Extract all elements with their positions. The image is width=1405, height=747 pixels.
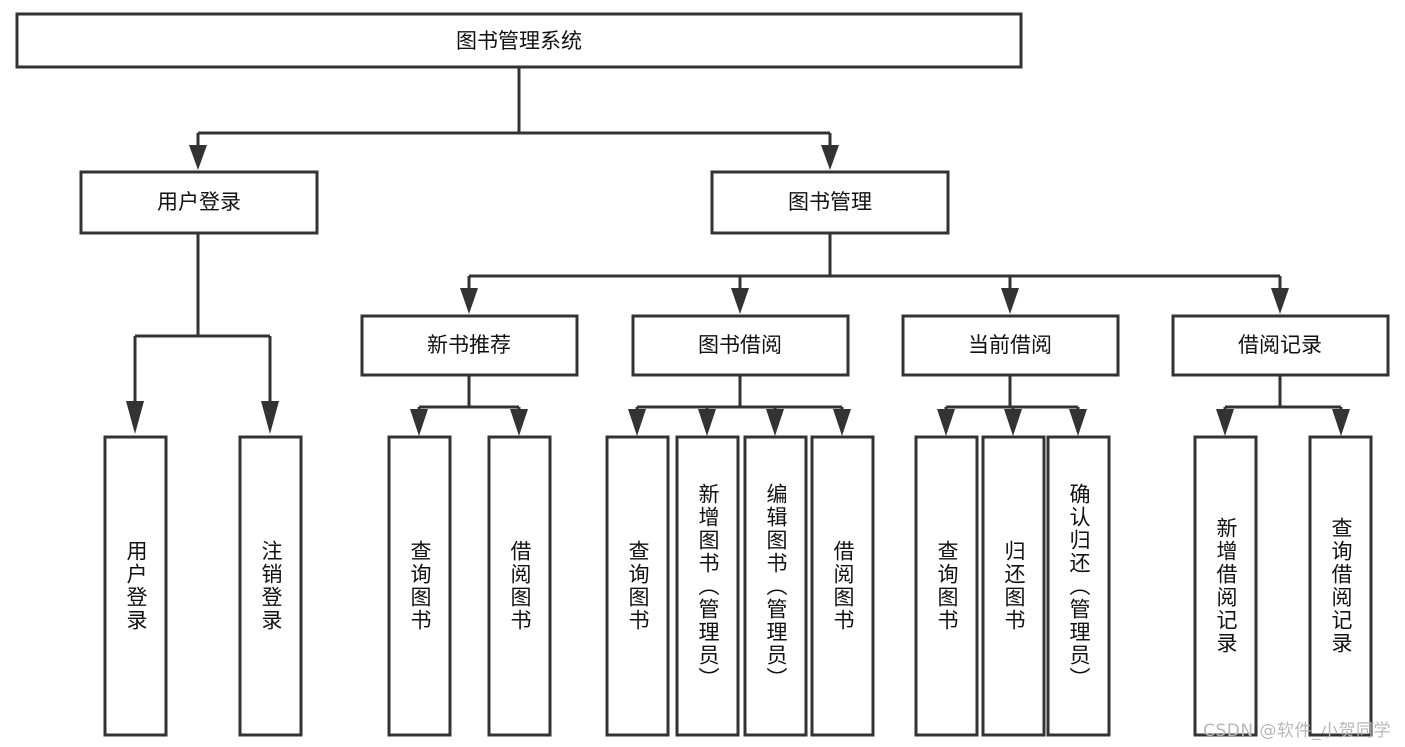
- node-box-new-book-recommend[interactable]: [360, 314, 579, 377]
- arrow-head-cb-leaf-3: [1069, 409, 1087, 436]
- node-box-leaf-nbr-query[interactable]: [387, 435, 452, 737]
- arrow-head-nbr-leaf-2: [510, 409, 528, 436]
- arrow-head-br-leaf-1: [1216, 409, 1234, 436]
- node-box-leaf-bb-query[interactable]: [605, 435, 670, 737]
- node-box-leaf-cb-return[interactable]: [981, 435, 1046, 737]
- arrow-head-user-login: [189, 145, 207, 170]
- node-box-user-login[interactable]: [79, 170, 319, 235]
- node-label-user-login: 用户登录: [157, 190, 241, 214]
- node-box-root[interactable]: [15, 12, 1023, 69]
- connector-group-book-manage: [460, 233, 1289, 314]
- arrow-head-bb-leaf-4: [833, 409, 851, 436]
- node-box-leaf-user-login[interactable]: [103, 435, 168, 737]
- watermark-text: CSDN @软件_小贺同学: [1203, 721, 1391, 741]
- node-box-leaf-bb-edit[interactable]: [743, 435, 808, 737]
- connector-group-borrow-records: [1216, 375, 1350, 436]
- node-box-book-borrow[interactable]: [631, 314, 850, 377]
- arrow-head-borrow-records: [1271, 288, 1289, 314]
- node-box-borrow-records[interactable]: [1171, 314, 1390, 377]
- node-label-borrow-records: 借阅记录: [1238, 333, 1322, 357]
- node-box-leaf-bb-add[interactable]: [675, 435, 740, 737]
- node-box-leaf-br-add[interactable]: [1193, 435, 1258, 737]
- node-box-current-borrow[interactable]: [901, 314, 1120, 377]
- arrow-head-bb-leaf-3: [766, 409, 784, 436]
- connector-group-user-login: [126, 233, 279, 434]
- arrow-head-nbr-leaf-1: [410, 409, 428, 436]
- node-box-leaf-bb-borrow[interactable]: [810, 435, 875, 737]
- connector-group-root: [189, 67, 839, 170]
- arrow-head-book-manage: [821, 145, 839, 170]
- node-label-new-book-recommend: 新书推荐: [427, 333, 511, 357]
- arrow-head-book-borrow: [731, 288, 749, 314]
- arrow-head-bb-leaf-1: [628, 409, 646, 436]
- arrow-head-new-book: [460, 288, 478, 314]
- node-box-leaf-cb-confirm[interactable]: [1046, 435, 1111, 737]
- node-label-current-borrow: 当前借阅: [968, 333, 1052, 357]
- arrow-head-leaf-logout: [261, 401, 279, 434]
- arrow-head-cb-leaf-2: [1004, 409, 1022, 436]
- arrow-head-cb-leaf-1: [937, 409, 955, 436]
- arrow-head-bb-leaf-2: [698, 409, 716, 436]
- node-box-book-manage[interactable]: [710, 170, 950, 235]
- connector-group-current-borrow: [937, 375, 1087, 436]
- arrow-head-br-leaf-2: [1332, 409, 1350, 436]
- arrow-head-current-borrow: [1001, 288, 1019, 314]
- node-box-leaf-nbr-borrow[interactable]: [487, 435, 552, 737]
- connector-group-book-borrow: [628, 375, 851, 436]
- node-label-book-manage: 图书管理: [788, 190, 872, 214]
- arrow-head-leaf-user-login: [126, 401, 144, 434]
- node-label-root: 图书管理系统: [456, 29, 582, 53]
- node-box-leaf-logout[interactable]: [238, 435, 303, 737]
- connector-group-new-book-recommend: [410, 375, 528, 436]
- node-box-leaf-br-query[interactable]: [1308, 435, 1373, 737]
- node-box-leaf-cb-query[interactable]: [914, 435, 979, 737]
- node-label-book-borrow: 图书借阅: [698, 333, 782, 357]
